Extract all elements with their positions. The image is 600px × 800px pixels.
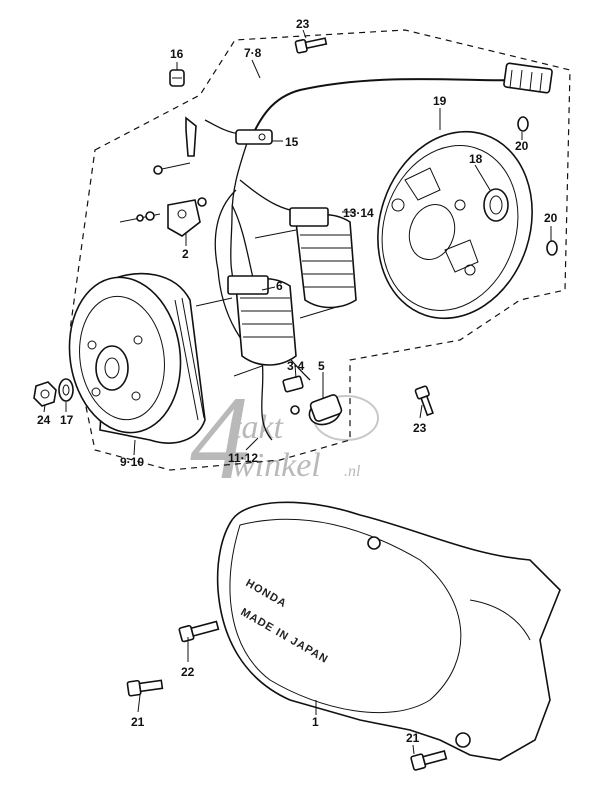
callout-23-top: 23: [296, 17, 310, 31]
callout-16: 16: [170, 47, 184, 61]
callout-19: 19: [433, 94, 447, 108]
callout-13-14: 13·14: [343, 206, 374, 220]
callouts: 16 7·8 23 15 19 18 20 20 13·14 2 6 3·4 5…: [37, 17, 558, 745]
washer-20-right: [546, 240, 558, 256]
washer-20-top: [517, 116, 529, 132]
callout-17: 17: [60, 413, 74, 427]
callout-22: 22: [181, 665, 195, 679]
ignition-coil-6: [195, 275, 297, 377]
crankcase-cover: HONDA MADE IN JAPAN: [216, 501, 561, 761]
screw-22: [178, 620, 220, 643]
callout-18: 18: [469, 152, 483, 166]
callout-5: 5: [318, 359, 325, 373]
stator-base-plate: [377, 130, 533, 320]
callout-21-right: 21: [406, 731, 420, 745]
washer-17: [58, 378, 74, 402]
flywheel-rotor: [68, 272, 206, 444]
callout-15: 15: [285, 135, 299, 149]
callout-7-8: 7·8: [244, 46, 262, 60]
callout-6: 6: [276, 279, 283, 293]
harness-connector: [503, 62, 553, 94]
condenser: [282, 375, 343, 426]
callout-1: 1: [312, 715, 319, 729]
callout-20-top: 20: [515, 139, 529, 153]
callout-11-12: 11·12: [228, 451, 258, 465]
screw-23-top: [294, 37, 328, 54]
watermark-word-2: winkel: [232, 447, 321, 484]
callout-24: 24: [37, 413, 51, 427]
callout-9-10: 9·10: [120, 455, 144, 469]
grommet: [169, 69, 185, 87]
lighting-coil-13-14: [254, 207, 357, 319]
assembly-boundary: [69, 29, 571, 471]
watermark-suffix: .nl: [344, 463, 361, 480]
callout-23-right: 23: [413, 421, 427, 435]
callout-20-right: 20: [544, 211, 558, 225]
nut-24: [33, 381, 57, 407]
callout-2: 2: [182, 247, 189, 261]
screw-21-right: [410, 749, 448, 771]
wire-clamp: [235, 129, 273, 145]
screw-23-right: [414, 385, 434, 417]
leader-lines: [43, 29, 552, 755]
screw-21-left: [126, 679, 164, 697]
watermark-word-1: takt: [232, 409, 285, 446]
contact-breaker: [119, 162, 207, 237]
wire-bracket: [185, 116, 197, 157]
oil-seal: [483, 188, 509, 222]
watermark: 4 takt winkel .nl: [190, 371, 379, 504]
callout-21-left: 21: [131, 715, 145, 729]
callout-3-4: 3·4: [287, 359, 305, 373]
